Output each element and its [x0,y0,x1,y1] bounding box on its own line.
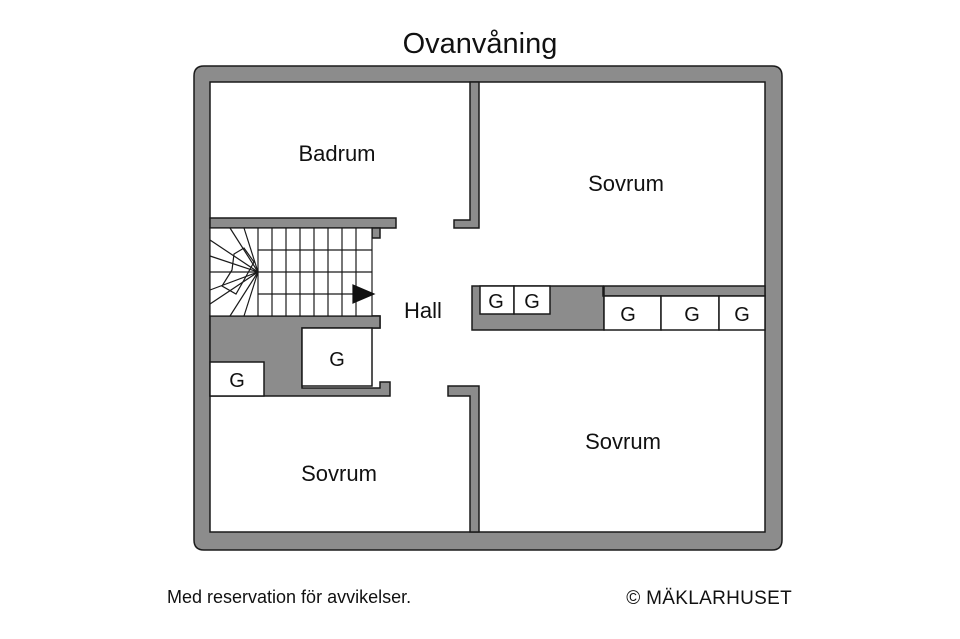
closet-label: G [524,291,540,313]
disclaimer-text: Med reservation för avvikelser. [167,587,412,607]
staircase [209,227,376,317]
closet-label: G [684,304,700,326]
closet-label: G [329,349,345,371]
closet-label: G [734,304,750,326]
closets [209,285,766,397]
closet-label: G [620,304,636,326]
room-label-badrum: Badrum [298,141,375,166]
room-label-hall: Hall [404,298,442,323]
room-label-sovrum-bottom-left: Sovrum [301,461,377,486]
stair-direction-arrow-icon [352,284,376,304]
plan-title: Ovanvåning [402,28,558,60]
room-label-sovrum-bottom-right: Sovrum [585,429,661,454]
copyright-text: © MÄKLARHUSET [626,588,792,609]
closet-label: G [488,291,504,313]
closet-label: G [229,370,245,392]
room-label-sovrum-top-right: Sovrum [588,171,664,196]
